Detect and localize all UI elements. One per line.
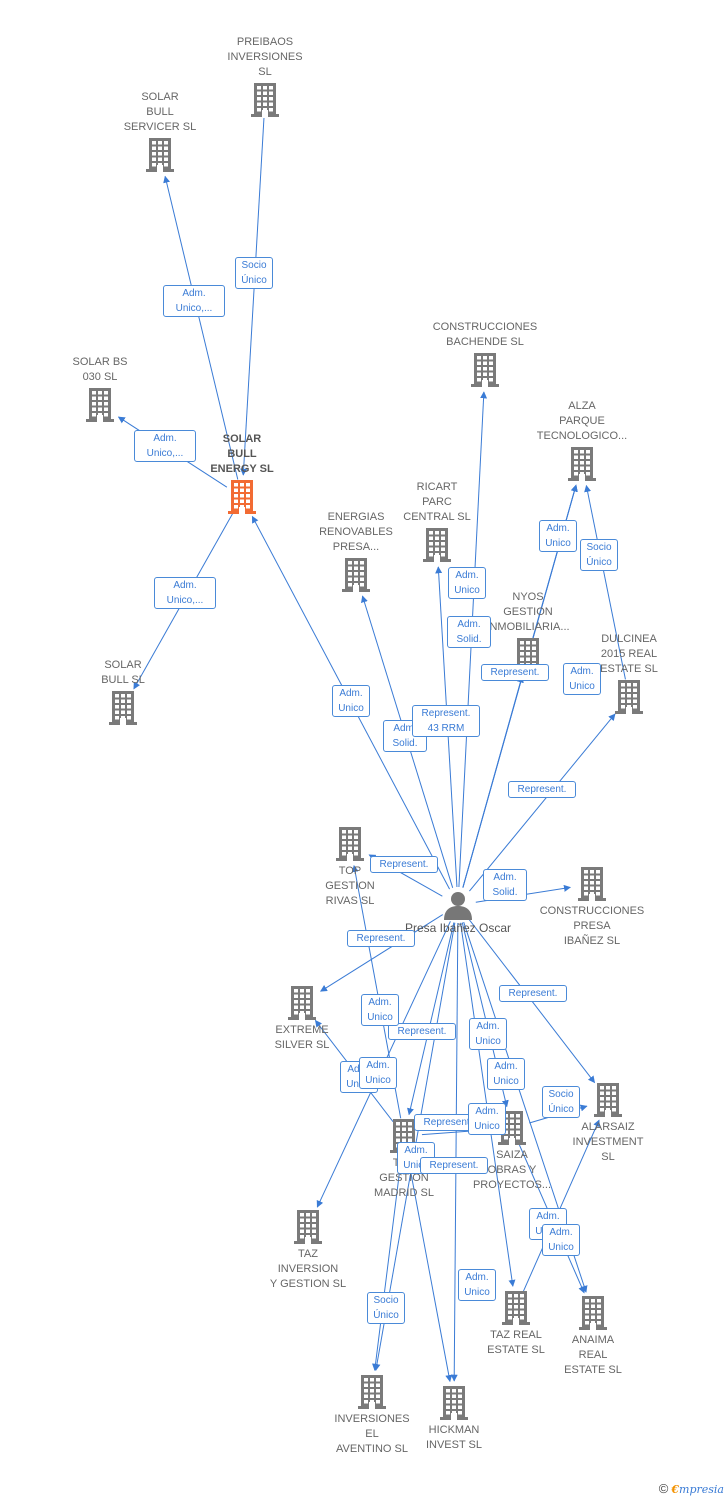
brand-logo: €mpresia: [671, 1483, 724, 1496]
building-icon[interactable]: [498, 1111, 526, 1145]
node-label-taz-inversion[interactable]: TAZ INVERSION Y GESTION SL: [269, 1248, 347, 1290]
edge-label[interactable]: Adm. Unico,...: [163, 285, 225, 317]
node-label-bachende[interactable]: CONSTRUCCIONES BACHENDE SL: [432, 321, 538, 348]
edge-label[interactable]: Adm. Solid.: [447, 616, 491, 648]
node-label-alza[interactable]: ALZA PARQUE TECNOLOGICO...: [536, 400, 628, 442]
node-label-nyos[interactable]: NYOS GESTION INMOBILIARIA...: [486, 591, 570, 633]
building-icon[interactable]: [502, 1291, 530, 1325]
edge-label[interactable]: Adm. Unico: [563, 663, 601, 695]
edge-label[interactable]: Adm. Unico: [332, 685, 370, 717]
node-label-solar-energy[interactable]: SOLAR BULL ENERGY SL: [210, 433, 274, 475]
edge-label[interactable]: Represent.: [481, 664, 549, 681]
node-label-hickman[interactable]: HICKMAN INVEST SL: [425, 1424, 483, 1451]
node-label-anaima[interactable]: ANAIMA REAL ESTATE SL: [564, 1334, 622, 1376]
building-icon[interactable]: [146, 138, 174, 172]
edge-label[interactable]: Represent. 43 RRM: [412, 705, 480, 737]
building-icon[interactable]: [579, 1296, 607, 1330]
edge-dulcinea-to-alza: [584, 484, 626, 680]
edge-person-to-dulcinea: [469, 713, 616, 892]
edge-top-madrid-to-aventino: [372, 1153, 403, 1371]
node-label-aventino[interactable]: INVERSIONES EL AVENTINO SL: [334, 1413, 410, 1455]
brand-footer: © €mpresia: [659, 1481, 724, 1496]
edge-label[interactable]: Adm. Solid.: [483, 869, 527, 901]
brand-letter: €: [671, 1483, 680, 1496]
building-icon[interactable]: [109, 691, 137, 725]
node-label-solar-bull[interactable]: SOLAR BULL SL: [101, 659, 145, 686]
node-label-extreme[interactable]: EXTREME SILVER SL: [274, 1024, 330, 1051]
edge-person-to-alza: [462, 484, 578, 888]
node-label-preibaos[interactable]: PREIBAOS INVERSIONES SL: [227, 36, 303, 78]
node-label-top-rivas[interactable]: TOP GESTION RIVAS SL: [325, 865, 375, 907]
edge-taz-real-to-alarsaiz: [522, 1119, 600, 1292]
edge-label[interactable]: Adm. Unico: [359, 1057, 397, 1089]
node-label-taz-real[interactable]: TAZ REAL ESTATE SL: [487, 1329, 545, 1356]
edge-label[interactable]: Adm. Unico: [539, 520, 577, 552]
building-icon[interactable]: [568, 447, 596, 481]
edge-person-to-extreme: [320, 914, 444, 992]
building-icon[interactable]: [594, 1083, 622, 1117]
edge-label[interactable]: Adm. Unico,...: [154, 577, 216, 609]
building-icon[interactable]: [358, 1375, 386, 1409]
building-icon[interactable]: [228, 480, 256, 514]
building-icon[interactable]: [336, 827, 364, 861]
node-label-alarsaiz[interactable]: ALARSAIZ INVESTMENT SL: [572, 1121, 644, 1163]
edge-label[interactable]: Socio Único: [235, 257, 273, 289]
node-label-solar-bs030[interactable]: SOLAR BS 030 SL: [72, 356, 128, 383]
edge-person-to-hickman: [450, 922, 459, 1382]
building-icon[interactable]: [251, 83, 279, 117]
edge-label[interactable]: Socio Único: [580, 539, 618, 571]
edge-label[interactable]: Adm. Unico: [361, 994, 399, 1026]
edge-label[interactable]: Adm. Unico: [487, 1058, 525, 1090]
node-label-ricart[interactable]: RICART PARC CENTRAL SL: [403, 481, 471, 523]
person-icon[interactable]: [443, 890, 473, 920]
edge-label[interactable]: Adm. Unico: [448, 567, 486, 599]
building-icon[interactable]: [288, 986, 316, 1020]
edge-label[interactable]: Adm. Unico: [469, 1018, 507, 1050]
edge-label[interactable]: Adm. Unico: [468, 1103, 506, 1135]
building-icon[interactable]: [440, 1386, 468, 1420]
brand-name: mpresia: [679, 1483, 724, 1496]
copyright-symbol: ©: [658, 1481, 669, 1496]
edge-person-to-top-madrid: [407, 922, 455, 1116]
edge-top-madrid-to-hickman: [406, 1153, 453, 1383]
edge-label[interactable]: Represent.: [420, 1157, 488, 1174]
edge-label[interactable]: Represent.: [499, 985, 567, 1002]
edge-label[interactable]: Represent.: [388, 1023, 456, 1040]
building-icon[interactable]: [294, 1210, 322, 1244]
edge-solar-energy-to-solar-servicer: [163, 175, 239, 480]
edge-label[interactable]: Represent.: [508, 781, 576, 798]
edge-label[interactable]: Represent.: [370, 856, 438, 873]
node-label-person[interactable]: Presa Ibañez Oscar: [404, 921, 512, 935]
node-label-construcciones-presa[interactable]: CONSTRUCCIONES PRESA IBAÑEZ SL: [539, 905, 645, 947]
edge-preibaos-to-solar-energy: [240, 117, 265, 476]
building-icon[interactable]: [615, 680, 643, 714]
edge-label[interactable]: Adm. Unico: [458, 1269, 496, 1301]
node-label-saiza[interactable]: SAIZA OBRAS Y PROYECTOS...: [472, 1149, 552, 1191]
node-label-dulcinea[interactable]: DULCINEA 2015 REAL ESTATE SL: [600, 633, 658, 675]
edge-label[interactable]: Adm. Unico,...: [134, 430, 196, 462]
node-label-solar-servicer[interactable]: SOLAR BULL SERVICER SL: [123, 91, 197, 133]
node-label-energias[interactable]: ENERGIAS RENOVABLES PRESA...: [319, 511, 393, 553]
building-icon[interactable]: [423, 528, 451, 562]
edge-label[interactable]: Adm. Unico: [542, 1224, 580, 1256]
building-icon[interactable]: [578, 867, 606, 901]
edge-label[interactable]: Represent.: [347, 930, 415, 947]
building-icon[interactable]: [86, 388, 114, 422]
building-icon[interactable]: [342, 558, 370, 592]
edge-label[interactable]: Socio Único: [542, 1086, 580, 1118]
building-icon[interactable]: [471, 353, 499, 387]
edge-label[interactable]: Socio Único: [367, 1292, 405, 1324]
